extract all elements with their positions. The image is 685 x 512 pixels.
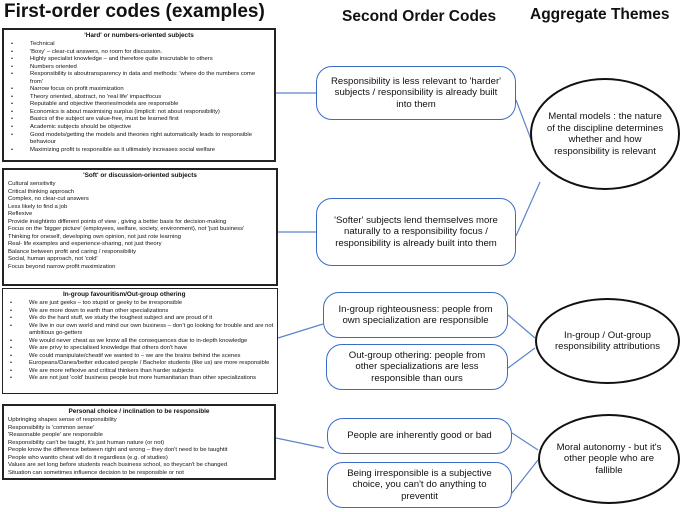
connector-pill6-to-theme3 <box>511 459 539 494</box>
list-item: Cultural sensitivity <box>8 181 56 187</box>
list-item: Reputable and objective theories/models … <box>8 101 270 109</box>
connector-pill4-to-theme2 <box>507 347 536 369</box>
list-item: Focus on the 'bigger picture' (employees… <box>8 226 245 233</box>
list-item: Focus beyond narrow profit maximization <box>8 264 116 271</box>
list-item: We do the hard stuff, we study the tough… <box>7 315 273 323</box>
connector-personal-to-pill <box>275 437 325 449</box>
list-item: Values are set long before students reac… <box>8 462 228 469</box>
aggregate-theme-moral-autonomy: Moral autonomy - but it's other people w… <box>538 414 680 504</box>
list-item: Situation can sometimes influence decisi… <box>8 469 184 476</box>
list-item: Complex, no clear-cut answers <box>8 196 89 203</box>
list-item: Real- life examples and experience-shari… <box>8 241 162 248</box>
first-order-header: First-order codes (examples) <box>4 1 265 22</box>
list-item: We could manipulate/cheatif we wanted to… <box>7 353 273 361</box>
list-item: 'Boxy' – clear-cut answers, no room for … <box>8 49 270 57</box>
second-order-softer-subjects: 'Softer' subjects lend themselves more n… <box>316 198 516 266</box>
list-item: Basics of the subject are value-free, mu… <box>8 116 270 124</box>
list-item: Upbringing shapes sense of responsibilit… <box>8 417 117 423</box>
connector-pill5-to-theme3 <box>511 432 539 451</box>
list-item: We are more down to earth than other spe… <box>7 308 273 316</box>
list-item: Social, human approach, not 'cold' <box>8 256 98 263</box>
first-order-box-personal: Personal choice / inclination to be resp… <box>2 404 276 480</box>
list-item: Critical thinking approach <box>8 188 75 195</box>
first-order-box-ingroup: In-group favouritism/Out-group othering … <box>2 288 278 394</box>
list-item: Less likely to find a job <box>8 203 68 210</box>
first-order-box-soft: 'Soft' or discussion-oriented subjects C… <box>2 168 278 286</box>
list-item: Thinking for oneself, developing own opi… <box>8 233 181 240</box>
list-item: Balance between profit and caring / resp… <box>8 248 137 255</box>
second-order-subjective-choice: Being irresponsible is a subjective choi… <box>327 462 512 508</box>
list-item: Responsibility is 'common sense' <box>8 424 95 431</box>
aggregate-theme-mental-models: Mental models : the nature of the discip… <box>530 78 680 190</box>
list-item: Narrow focus on profit maximization <box>8 86 270 94</box>
list-item: We live in our own world and mind our ow… <box>7 323 275 338</box>
box-title-personal: Personal choice / inclination to be resp… <box>68 408 210 415</box>
box-title-soft: 'Soft' or discussion-oriented subjects <box>83 172 197 179</box>
list-item: We are privy to specialised knowledge th… <box>7 345 273 353</box>
connector-pill1-to-theme1 <box>515 99 533 143</box>
second-order-outgroup-othering: Out-group othering: people from other sp… <box>326 344 508 390</box>
list-item: Highly specialist knowledge – and theref… <box>8 56 270 64</box>
list-item: 'Reasonable people' are responsible <box>8 432 103 439</box>
list-item: Reflexive <box>8 211 33 218</box>
second-order-hard-subjects: Responsibility is less relevant to 'hard… <box>316 66 516 120</box>
connector-pill3-to-theme2 <box>507 314 536 339</box>
list-item: Maximizing profit is responsible as it u… <box>8 147 270 155</box>
list-item: We are not just 'cold' business people b… <box>7 375 273 383</box>
list-item: We are just geeks – too stupid or geeky … <box>7 300 273 308</box>
list-item: Academic subjects should be objective <box>8 124 270 132</box>
second-order-ingroup-righteousness: In-group righteousness: people from own … <box>323 292 508 338</box>
aggregate-themes-header: Aggregate Themes <box>530 6 670 23</box>
list-item: We would never cheat as we know all the … <box>7 338 273 346</box>
connector-pill2-to-theme1 <box>515 181 541 237</box>
connector-ingroup-to-pill <box>277 323 324 339</box>
list-item: People who wantto cheat will do it regar… <box>8 454 168 461</box>
first-order-box-hard: 'Hard' or numbers-oriented subjects Tech… <box>2 28 276 162</box>
list-item: Responsibility can't be taught, it's jus… <box>8 439 165 446</box>
second-order-inherently-good-bad: People are inherently good or bad <box>327 418 512 454</box>
list-item: Technical <box>8 41 270 49</box>
box-title-hard: 'Hard' or numbers-oriented subjects <box>84 32 194 39</box>
list-item: Europeans/Danes/better educated people /… <box>7 360 273 368</box>
list-item: Responsibility is aboutransparency in da… <box>8 71 262 86</box>
list-item: Good models/getting the models and theor… <box>8 132 272 147</box>
second-order-header: Second Order Codes <box>342 8 497 25</box>
list-item: We are more reflexive and critical think… <box>7 368 273 376</box>
list-item: Provide insightinto different points of … <box>8 218 227 225</box>
list-item: Numbers oriented <box>8 64 270 72</box>
list-item: Economics is about maximising surplus (i… <box>8 109 270 117</box>
aggregate-theme-ingroup-outgroup: In-group / Out-group responsibility attr… <box>535 298 680 384</box>
list-item: Theory oriented, abstract, no 'real life… <box>8 94 270 102</box>
list-item: People know the difference between right… <box>8 447 228 454</box>
box-title-ingroup: In-group favouritism/Out-group othering <box>63 291 186 298</box>
